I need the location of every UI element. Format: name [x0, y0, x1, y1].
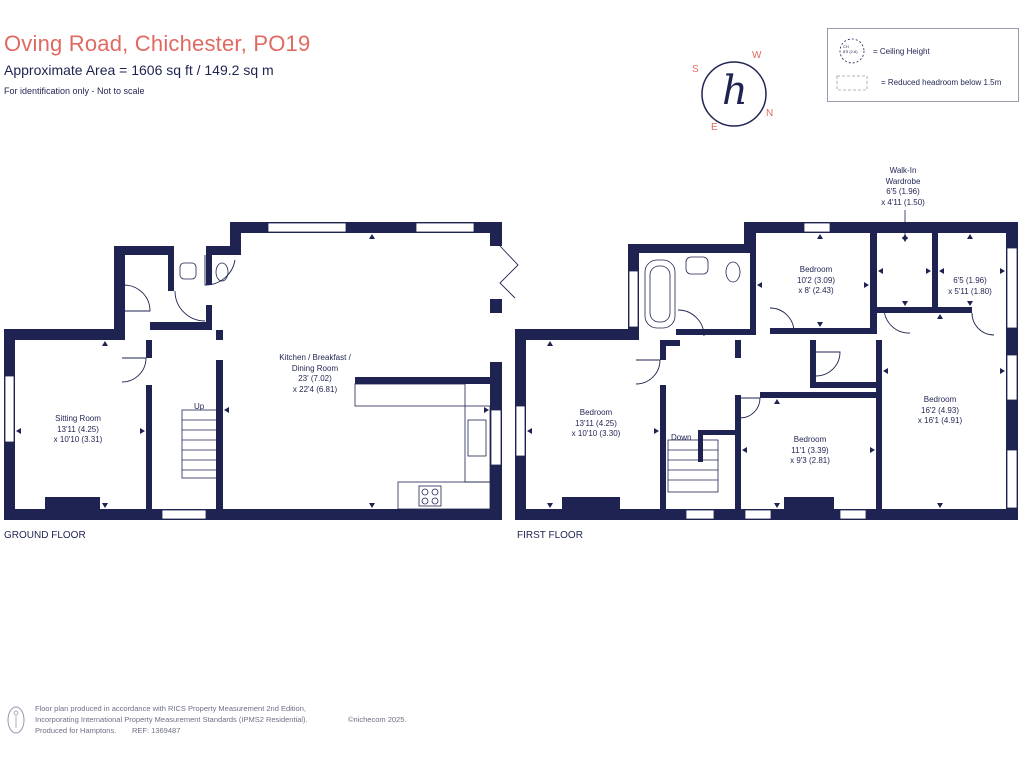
stairs-up-label: Up	[194, 402, 205, 411]
identification-note: For identification only - Not to scale	[4, 86, 145, 96]
footer-copyright: ©nichecom 2025.	[348, 715, 407, 724]
legend-box	[827, 28, 1019, 102]
room-bedroom-1: Bedroom 13'11 (4.25) x 10'10 (3.30)	[571, 408, 621, 438]
fixtures	[179, 256, 741, 510]
page-title: Oving Road, Chichester, PO19	[4, 31, 311, 56]
ceiling-height-label: = Ceiling Height	[873, 47, 930, 56]
doors	[121, 245, 995, 419]
chimney-breasts	[45, 497, 834, 510]
stairs-down-label: Down	[671, 433, 692, 442]
walls	[4, 222, 1018, 520]
room-walk-in-wardrobe: Walk-In Wardrobe 6'5 (1.96) x 4'11 (1.50…	[881, 166, 925, 207]
room-kitchen: Kitchen / Breakfast / Dining Room 23' (7…	[279, 353, 351, 394]
ceiling-symbol-text: CH 8'5 (2.6)	[843, 44, 858, 54]
first-floor-label: FIRST FLOOR	[517, 530, 583, 541]
room-sitting-room: Sitting Room 13'11 (4.25) x 10'10 (3.31)	[53, 414, 103, 444]
room-bedroom-2: Bedroom 10'2 (3.09) x 8' (2.43)	[797, 265, 835, 295]
room-bedroom-4: Bedroom 16'2 (4.93) x 16'1 (4.91)	[917, 395, 963, 425]
footer-rics-line: Floor plan produced in accordance with R…	[35, 704, 306, 713]
compass-north: N	[766, 108, 774, 119]
compass-west: W	[752, 50, 762, 61]
reduced-headroom-label: = Reduced headroom below 1.5m	[881, 78, 1002, 87]
footer-produced: Produced for Hamptons.	[35, 726, 117, 735]
room-small-store: 6'5 (1.96) x 5'11 (1.80)	[948, 276, 992, 296]
approximate-area: Approximate Area = 1606 sq ft / 149.2 sq…	[4, 62, 274, 78]
logo-letter: h	[722, 68, 748, 114]
compass-south: S	[692, 64, 699, 75]
ground-floor-label: GROUND FLOOR	[4, 530, 86, 541]
footer-ref: REF: 1369487	[132, 726, 181, 735]
compass-east: E	[711, 122, 718, 133]
windows	[4, 222, 1018, 520]
footer-ipms-line: Incorporating International Property Mea…	[35, 715, 308, 724]
room-bedroom-3: Bedroom 11'1 (3.39) x 9'3 (2.81)	[790, 435, 830, 465]
dimension-markers	[16, 234, 1005, 508]
